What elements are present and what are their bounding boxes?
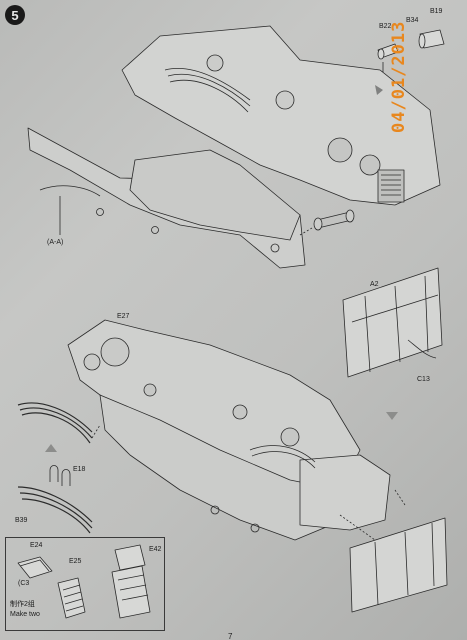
section-line	[39, 185, 101, 197]
upper-leaf-spring	[164, 68, 251, 113]
upper-hub-2	[275, 90, 295, 110]
upper-hub-3	[327, 137, 353, 163]
callout-e27: E27	[117, 313, 130, 320]
callout-a2: A2	[370, 281, 379, 288]
lower-engine	[100, 337, 130, 367]
up-arrow-left	[45, 444, 57, 452]
callout-b19: B19	[430, 8, 443, 15]
callout-e25: E25	[69, 558, 82, 565]
drive-shaft-part	[316, 211, 353, 229]
panel-a2-outline	[342, 267, 443, 378]
lower-rear-block	[299, 454, 391, 531]
note-cn: 制作2组	[10, 601, 35, 608]
date-stamp: 04/01/2013	[389, 20, 409, 133]
part-e42	[114, 544, 146, 571]
lower-leaf-spring	[249, 445, 316, 469]
spring-b39	[17, 486, 93, 534]
part-e24	[17, 556, 53, 579]
callout-c13: C13	[417, 376, 430, 383]
rear-door-panel	[349, 517, 448, 613]
callout-b34: B34	[406, 17, 419, 24]
down-arrow-right	[386, 412, 398, 420]
callout-c3: (C3	[18, 580, 30, 587]
callout-b39: B39	[15, 517, 28, 524]
separate-leaf-spring-top	[17, 402, 93, 444]
upper-chassis-drawing	[27, 25, 445, 269]
callout-b22: B22	[379, 23, 392, 30]
callout-section-aa: (A-A)	[47, 239, 64, 246]
page-number: 7	[228, 632, 233, 640]
u-bolt-e18	[49, 465, 71, 486]
make-two-inset: E24 E25 E42 (C3 制作2组 Make two	[5, 537, 165, 631]
part-e25	[57, 577, 86, 619]
lower-chassis-drawing	[17, 319, 448, 613]
upper-grille-bars	[381, 174, 401, 196]
door-panel-a2-drawing	[342, 267, 443, 420]
upper-hub-1	[206, 54, 224, 72]
upper-hub-4	[359, 154, 381, 176]
upper-rear-panel	[129, 149, 301, 241]
step-number-badge: 5	[5, 5, 25, 25]
upper-hull-outline	[121, 25, 441, 206]
c13-wire	[407, 339, 437, 359]
note-make-two: Make two	[10, 611, 40, 618]
inset-drawing	[17, 544, 151, 619]
callout-e24: E24	[30, 542, 43, 549]
callout-e42: E42	[149, 546, 162, 553]
callout-e18: E18	[73, 466, 86, 473]
